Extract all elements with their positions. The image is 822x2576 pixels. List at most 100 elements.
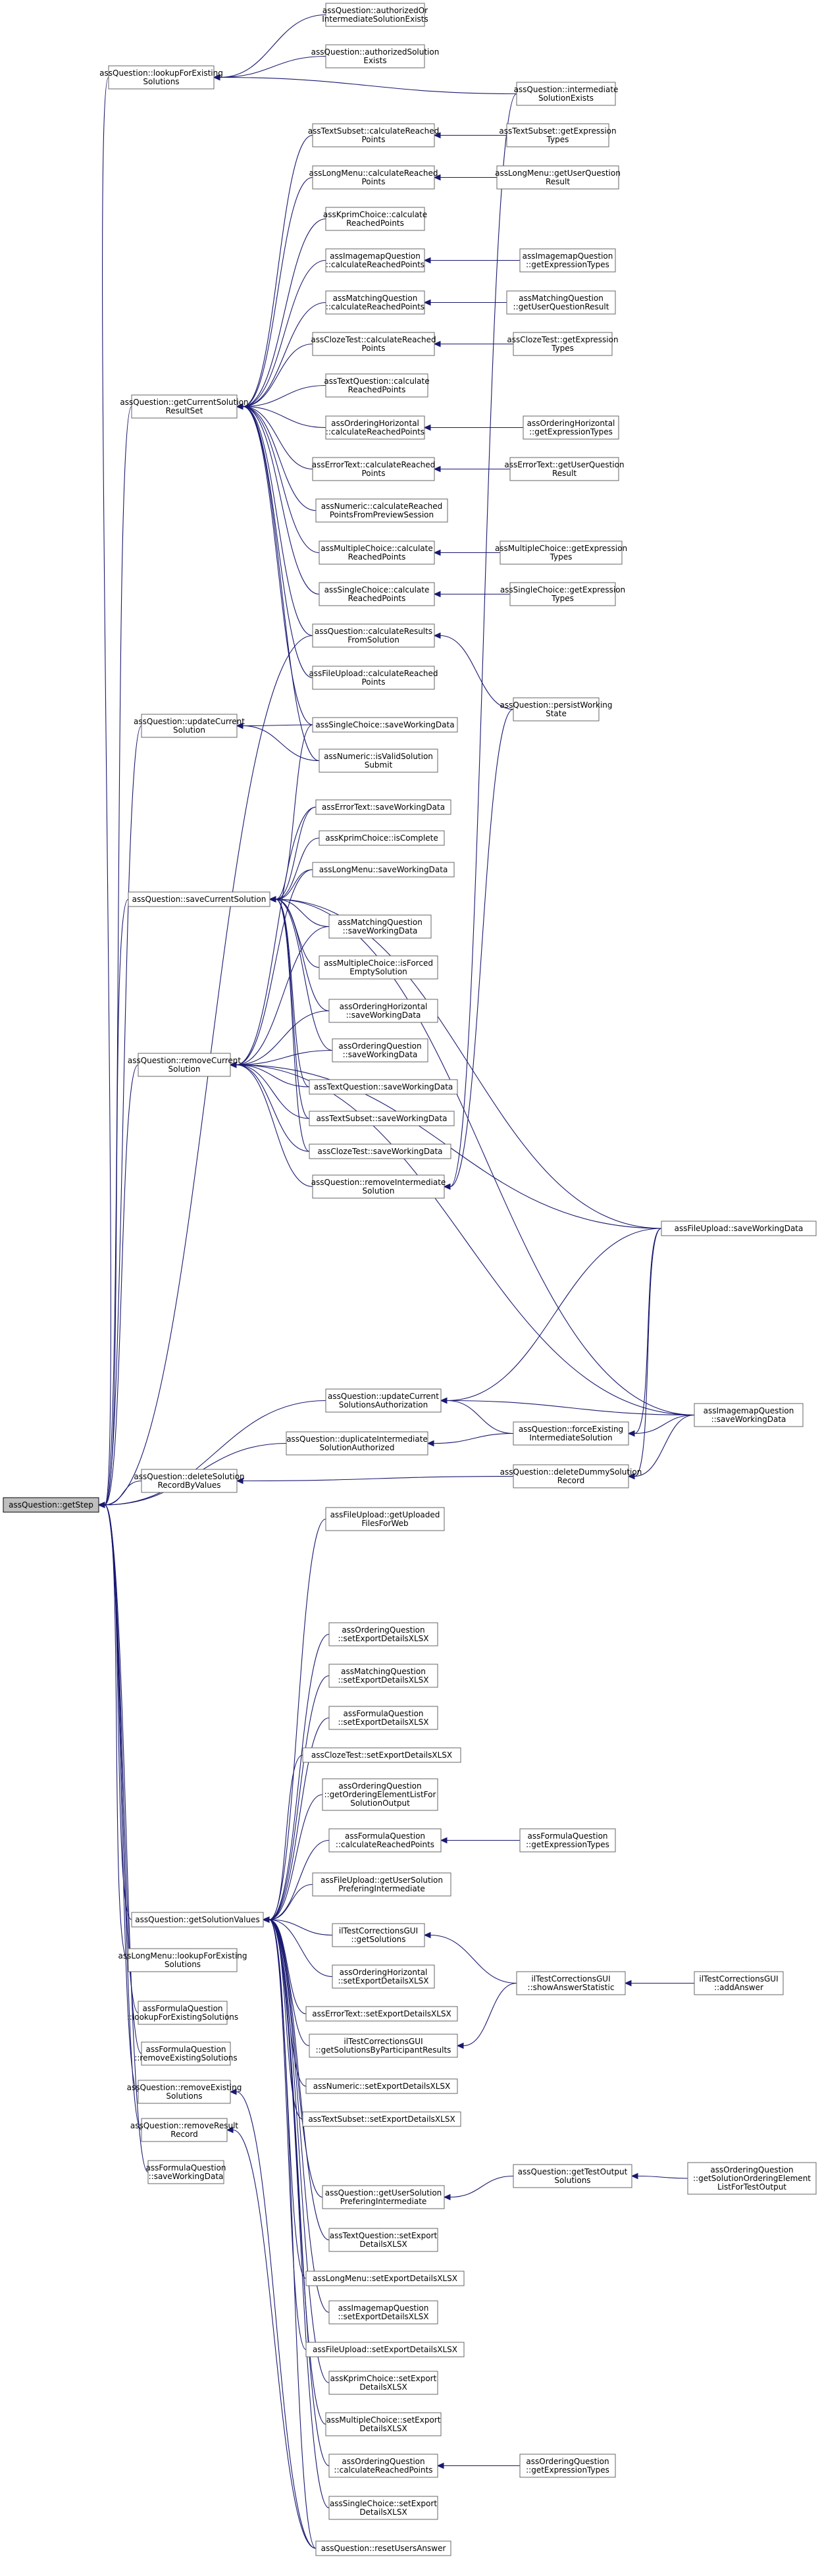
node-asstextsubset-calculatereachedpoints[interactable]: assTextSubset::calculateReachedPoints [308, 123, 439, 147]
node-assquestion-lookupforexistingsolutions[interactable]: assQuestion::lookupForExistingSolutions [99, 65, 223, 90]
node-assformulaquestion-lookupforexistingsolutions[interactable]: assFormulaQuestion::lookupForExistingSol… [127, 2001, 238, 2025]
node-asstextquestion-calculatereachedpoints[interactable]: assTextQuestion::calculateReachedPoints [324, 373, 430, 398]
node-assformulaquestion-removeexistingsolutions[interactable]: assFormulaQuestion::removeExistingSoluti… [134, 2041, 238, 2066]
node-assquestion-deletesolutionrecordbyvalues[interactable]: assQuestion::deleteSolutionRecordByValue… [134, 1469, 245, 1493]
node-assformulaquestion-saveworkingdata[interactable]: assFormulaQuestion::saveWorkingData [145, 2160, 226, 2184]
node-assorderingquestion-getexpressiontypes[interactable]: assOrderingQuestion::getExpressionTypes [519, 2454, 616, 2478]
node-assorderingquestion-calculatereachedpoints[interactable]: assOrderingQuestion::calculateReachedPoi… [328, 2454, 438, 2478]
node-asslongmenu-getuserquestionresult[interactable]: assLongMenu::getUserQuestionResult [495, 165, 621, 190]
edge-n48-to-n49 [627, 1414, 695, 1437]
node-assorderingquestion-getsolutionorderingelementlistfortestoutput[interactable]: assOrderingQuestion::getSolutionOrdering… [687, 2162, 817, 2195]
node-asserrortext-saveworkingdata[interactable]: assErrorText::saveWorkingData [315, 799, 451, 815]
edge-n37-to-n40 [229, 926, 330, 1068]
node-asskprimchoice-calculatereachedpoints[interactable]: assKprimChoice::calculateReachedPoints [323, 207, 427, 231]
node-assorderingquestion-saveworkingdata[interactable]: assOrderingQuestion::saveWorkingData [332, 1038, 428, 1063]
node-assquestion-duplicateintermediatesolutionauthorized[interactable]: assQuestion::duplicateIntermediateSoluti… [286, 1431, 428, 1456]
node-assmatchingquestion-saveworkingdata[interactable]: assMatchingQuestion::saveWorkingData [328, 914, 432, 939]
node-asstextsubset-saveworkingdata[interactable]: assTextSubset::saveWorkingData [309, 1111, 455, 1126]
node-assmatchingquestion-setexportdetailsxlsx[interactable]: assMatchingQuestion::setExportDetailsXLS… [328, 1664, 438, 1688]
node-assquestion-calculateresultsfromsolution[interactable]: assQuestion::calculateResultsFromSolutio… [312, 623, 435, 648]
node-asstextsubset-setexportdetailsxlsx[interactable]: assTextSubset::setExportDetailsXLSX [302, 2111, 461, 2127]
node-assquestion-savecurrentsolution[interactable]: assQuestion::saveCurrentSolution [128, 891, 270, 907]
node-assnumeric-calculatereachedpointsfrompreviewsession[interactable]: assNumeric::calculateReachedPointsFromPr… [315, 498, 448, 523]
node-asslongmenu-setexportdetailsxlsx[interactable]: assLongMenu::setExportDetailsXLSX [305, 2271, 465, 2286]
node-assfileupload-calculatereachedpoints[interactable]: assFileUpload::calculateReachedPoints [309, 666, 438, 690]
node-assorderingquestion-setexportdetailsxlsx[interactable]: assOrderingQuestion::setExportDetailsXLS… [328, 1622, 438, 1646]
node-asslongmenu-saveworkingdata[interactable]: assLongMenu::saveWorkingData [312, 862, 455, 878]
node-assclozetest-getexpressiontypes[interactable]: assClozeTest::getExpressionTypes [507, 332, 619, 356]
node-assquestion-getsolutionvalues[interactable]: assQuestion::getSolutionValues [131, 1912, 264, 1928]
node-box [312, 862, 455, 878]
node-asstextquestion-setexportdetailsxlsx[interactable]: assTextQuestion::setExportDetailsXLSX [328, 2228, 438, 2252]
node-iltestcorrectionsgui-getsolutionsbyparticipantresults[interactable]: ilTestCorrectionsGUI::getSolutionsByPart… [309, 2034, 458, 2058]
node-asssinglechoice-setexportdetailsxlsx[interactable]: assSingleChoice::setExportDetailsXLSX [328, 2496, 438, 2520]
node-assclozetest-calculatereachedpoints[interactable]: assClozeTest::calculateReachedPoints [311, 332, 436, 356]
node-assformulaquestion-getexpressiontypes[interactable]: assFormulaQuestion::getExpressionTypes [519, 1828, 616, 1853]
node-assfileupload-saveworkingdata[interactable]: assFileUpload::saveWorkingData [661, 1221, 817, 1236]
node-label-line: DetailsXLSX [359, 2382, 407, 2392]
node-assorderinghorizontal-getexpressiontypes[interactable]: assOrderingHorizontal::getExpressionType… [523, 415, 619, 440]
node-assclozetest-saveworkingdata[interactable]: assClozeTest::saveWorkingData [309, 1143, 451, 1159]
edge-n78-to-n77 [630, 2172, 688, 2180]
node-asssinglechoice-calculatereachedpoints[interactable]: assSingleChoice::calculateReachedPoints [319, 582, 435, 606]
node-assfileupload-getusersolutionpreferingintermediate[interactable]: assFileUpload::getUserSolutionPreferingI… [312, 1872, 451, 1897]
node-assmultiplechoice-setexportdetailsxlsx[interactable]: assMultipleChoice::setExportDetailsXLSX [325, 2412, 442, 2436]
node-assimagemapquestion-getexpressiontypes[interactable]: assImagemapQuestion::getExpressionTypes [519, 248, 616, 273]
node-asserrortext-setexportdetailsxlsx[interactable]: assErrorText::setExportDetailsXLSX [305, 2006, 458, 2022]
node-assorderinghorizontal-saveworkingdata[interactable]: assOrderingHorizontal::saveWorkingData [328, 999, 438, 1023]
node-assquestion-removeexistingsolutions[interactable]: assQuestion::removeExistingSolutions [127, 2080, 242, 2104]
node-assimagemapquestion-saveworkingdata[interactable]: assImagemapQuestion::saveWorkingData [694, 1403, 804, 1427]
node-asssinglechoice-getexpressiontypes[interactable]: assSingleChoice::getExpressionTypes [500, 582, 625, 606]
node-asslongmenu-lookupforexistingsolutions[interactable]: assLongMenu::lookupForExistingSolutions [118, 1948, 247, 1972]
edge-n48-to-n52 [627, 1414, 695, 1480]
node-asstextsubset-getexpressiontypes[interactable]: assTextSubset::getExpressionTypes [499, 123, 617, 147]
node-assmatchingquestion-getuserquestionresult[interactable]: assMatchingQuestion::getUserQuestionResu… [506, 290, 616, 315]
node-asskprimchoice-setexportdetailsxlsx[interactable]: assKprimChoice::setExportDetailsXLSX [328, 2371, 438, 2395]
node-iltestcorrectionsgui-addanswer[interactable]: ilTestCorrectionsGUI::addAnswer [694, 1971, 784, 1995]
node-assimagemapquestion-setexportdetailsxlsx[interactable]: assImagemapQuestion::setExportDetailsXLS… [328, 2300, 438, 2325]
node-assquestion-resetusersanswer[interactable]: assQuestion::resetUsersAnswer [315, 2540, 451, 2556]
node-assmultiplechoice-getexpressiontypes[interactable]: assMultipleChoice::getExpressionTypes [495, 540, 627, 565]
node-assfileupload-setexportdetailsxlsx[interactable]: assFileUpload::setExportDetailsXLSX [305, 2342, 465, 2357]
node-assformulaquestion-setexportdetailsxlsx[interactable]: assFormulaQuestion::setExportDetailsXLSX [328, 1706, 438, 1730]
node-assimagemapquestion-calculatereachedpoints[interactable]: assImagemapQuestion::calculateReachedPoi… [325, 248, 425, 273]
node-assquestion-authorizedorintermediatesolutionexists[interactable]: assQuestion::authorizedOrIntermediateSol… [322, 3, 428, 27]
node-iltestcorrectionsgui-getsolutions[interactable]: ilTestCorrectionsGUI::getSolutions [332, 1923, 425, 1947]
node-asssinglechoice-saveworkingdata[interactable]: assSingleChoice::saveWorkingData [312, 717, 458, 733]
node-asstextquestion-saveworkingdata[interactable]: assTextQuestion::saveWorkingData [309, 1079, 458, 1095]
node-asserrortext-calculatereachedpoints[interactable]: assErrorText::calculateReachedPoints [312, 457, 435, 481]
node-assquestion-updatecurrentsolutionsauthorization[interactable]: assQuestion::updateCurrentSolutionsAutho… [325, 1388, 442, 1413]
node-box [312, 1872, 451, 1897]
node-asserrortext-getuserquestionresult[interactable]: assErrorText::getUserQuestionResult [504, 457, 625, 481]
node-label-line: assMatchingQuestion [333, 294, 418, 303]
node-assmultiplechoice-calculatereachedpoints[interactable]: assMultipleChoice::calculateReachedPoint… [319, 540, 435, 565]
node-assclozetest-setexportdetailsxlsx[interactable]: assClozeTest::setExportDetailsXLSX [302, 1747, 461, 1763]
node-box [328, 2228, 438, 2252]
node-iltestcorrectionsgui-showanswerstatistic[interactable]: ilTestCorrectionsGUI::showAnswerStatisti… [516, 1971, 626, 1995]
node-asslongmenu-calculatereachedpoints[interactable]: assLongMenu::calculateReachedPoints [309, 165, 438, 190]
node-assnumeric-setexportdetailsxlsx[interactable]: assNumeric::setExportDetailsXLSX [305, 2078, 458, 2094]
node-label-line: assQuestion::deleteSolution [134, 1472, 244, 1481]
node-assformulaquestion-calculatereachedpoints[interactable]: assFormulaQuestion::calculateReachedPoin… [328, 1828, 442, 1853]
node-assorderinghorizontal-calculatereachedpoints[interactable]: assOrderingHorizontal::calculateReachedP… [325, 415, 425, 440]
node-assquestion-forceexistingintermediatesolution[interactable]: assQuestion::forceExistingIntermediateSo… [513, 1421, 629, 1446]
node-assquestion-getusersolutionpreferingintermediate[interactable]: assQuestion::getUserSolutionPreferingInt… [322, 2185, 445, 2209]
node-asskprimchoice-iscomplete[interactable]: assKprimChoice::isComplete [319, 830, 445, 846]
node-assmatchingquestion-calculatereachedpoints[interactable]: assMatchingQuestion::calculateReachedPoi… [325, 290, 425, 315]
node-assorderinghorizontal-setexportdetailsxlsx[interactable]: assOrderingHorizontal::setExportDetailsX… [332, 1964, 435, 1989]
node-assquestion-getstep[interactable]: assQuestion::getStep [3, 1497, 99, 1513]
node-assorderingquestion-getorderingelementlistforsolutionoutput[interactable]: assOrderingQuestion::getOrderingElementL… [322, 1778, 438, 1811]
